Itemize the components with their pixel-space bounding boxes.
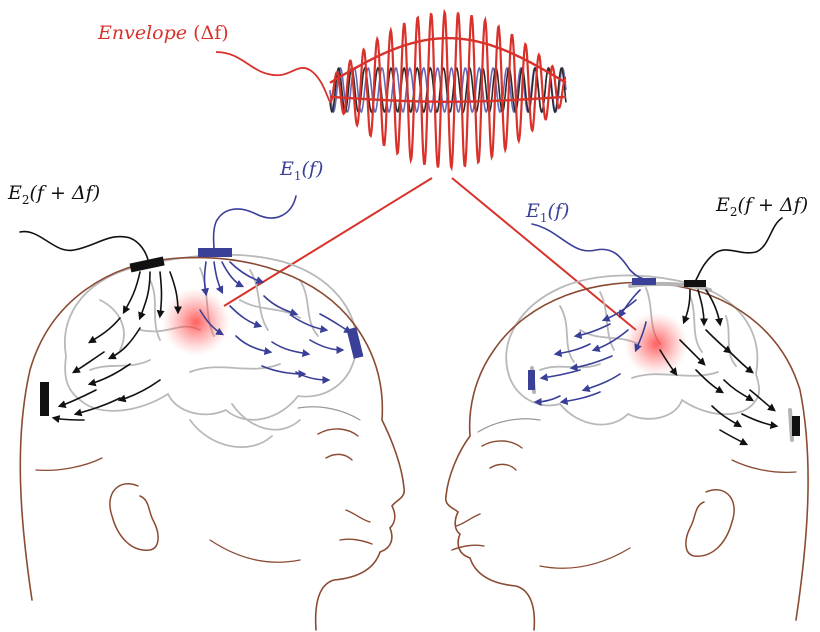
envelope-leader-line — [216, 52, 330, 102]
left-e2-electrode-back — [40, 382, 49, 416]
right-e1-electrode — [632, 278, 656, 285]
envelope-label: Envelope (Δf) — [98, 24, 229, 43]
right-focus-spot — [624, 312, 688, 376]
right-e2-sub: 2 — [730, 205, 738, 219]
right-head — [446, 218, 808, 630]
left-e2-sub: 2 — [22, 193, 30, 207]
focus-line-right — [452, 178, 636, 330]
right-e1-sub: 1 — [540, 211, 548, 225]
right-e2-base: E — [716, 194, 730, 216]
right-e2-arg: (f + Δf) — [738, 194, 809, 216]
left-ear — [110, 484, 158, 550]
left-e1-base: E — [280, 158, 294, 180]
left-e1-electrode — [198, 248, 232, 257]
right-ear — [686, 490, 734, 556]
left-e2-base: E — [8, 182, 22, 204]
focus-line-left — [224, 178, 432, 306]
right-e1-electrode-front — [528, 370, 535, 390]
envelope-label-text: Envelope — [98, 22, 187, 44]
right-e1-label: E1(f) — [526, 202, 569, 224]
right-e2-label: E2(f + Δf) — [716, 196, 808, 218]
right-e1-arg: (f) — [548, 200, 570, 222]
left-e2-label: E2(f + Δf) — [8, 184, 100, 206]
left-e2-arg: (f + Δf) — [30, 182, 101, 204]
left-e1-label: E1(f) — [280, 160, 323, 182]
right-e2-wire — [696, 218, 782, 280]
left-e1-sub: 1 — [294, 169, 302, 183]
left-e1-wire — [214, 196, 297, 248]
right-e2-electrode-back — [792, 416, 800, 436]
right-e2-electrode — [684, 280, 706, 287]
left-e1-arg: (f) — [302, 158, 324, 180]
right-e1-wire — [532, 224, 642, 278]
envelope-label-suffix: (Δf) — [193, 22, 229, 44]
left-e2-wire — [20, 232, 148, 260]
left-head — [20, 196, 404, 630]
right-e1-base: E — [526, 200, 540, 222]
waveform-icon — [330, 12, 566, 167]
left-e2-current-arrows — [54, 272, 178, 420]
left-focus-spot — [162, 288, 230, 356]
